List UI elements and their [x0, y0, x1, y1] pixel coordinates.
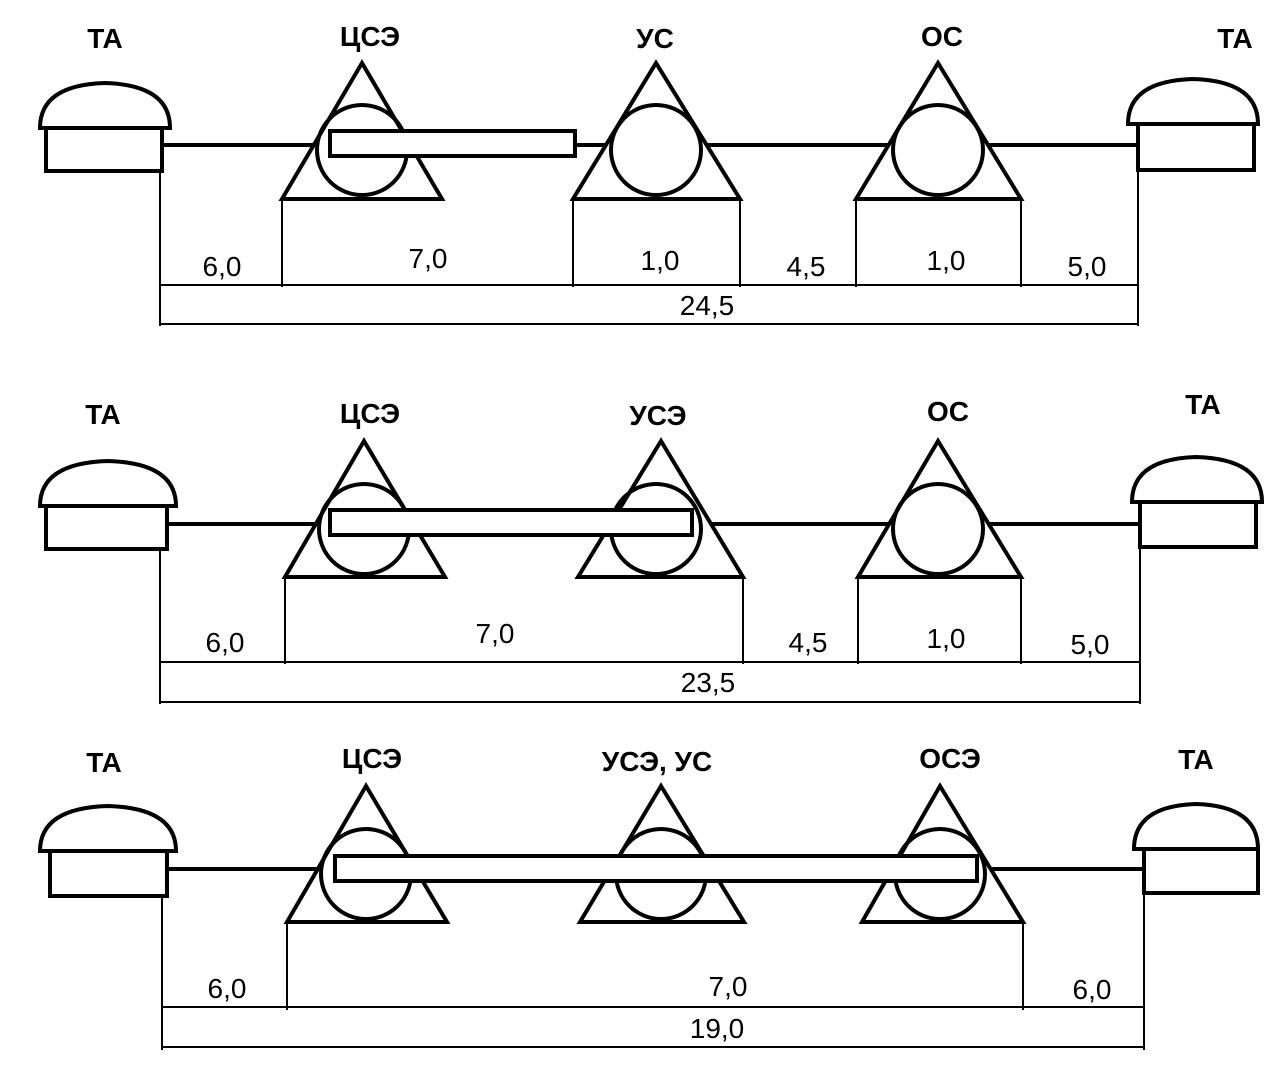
- node-label-us: УС: [636, 23, 674, 54]
- dimension-extension-lines: [161, 893, 1145, 1050]
- total-length: 19,0: [690, 1013, 745, 1044]
- node-label-os: ОС: [921, 21, 963, 52]
- telephone-icon: [1129, 454, 1265, 549]
- node-label-ta-left: ТА: [86, 747, 122, 778]
- telephone-icon: [37, 80, 173, 173]
- node-label-csz: ЦСЭ: [342, 743, 402, 774]
- dimension-lines: [160, 661, 1140, 703]
- dimension-lines: [162, 1006, 1144, 1048]
- telephone-icon: [1131, 801, 1261, 895]
- segment-length: 1,0: [927, 623, 966, 654]
- station-symbol: [852, 59, 1025, 201]
- node-label-ta-left: ТА: [87, 23, 123, 54]
- node-label-ta-right: ТА: [1185, 389, 1221, 420]
- node-label-ose: ОСЭ: [919, 743, 981, 774]
- telephone-icon: [37, 458, 179, 551]
- telephone-icon: [1125, 76, 1261, 172]
- segment-length: 5,0: [1068, 251, 1107, 282]
- node-label-csz: ЦСЭ: [340, 21, 400, 52]
- diagram-1: ТА ЦСЭ УС ОС ТА 6,0 7,0 1,0 4,5 1,0 5,0 …: [37, 21, 1261, 326]
- trunk-bar: [333, 854, 979, 883]
- telephone-icon: [37, 803, 179, 898]
- node-label-use-us: УСЭ, УС: [602, 746, 712, 777]
- segment-length: 6,0: [206, 627, 245, 658]
- diagram-2: ТА ЦСЭ УСЭ ОС ТА 6,0 7,0 4,5 1,0 5,0 23,…: [37, 389, 1265, 704]
- node-label-use: УСЭ: [629, 400, 686, 431]
- segment-length: 6,0: [208, 973, 247, 1004]
- segment-length: 6,0: [203, 251, 242, 282]
- segment-length: 4,5: [789, 627, 828, 658]
- dimension-lines: [160, 284, 1138, 325]
- node-label-ta-right: ТА: [1217, 23, 1253, 54]
- total-length: 23,5: [681, 667, 736, 698]
- dimension-extension-lines: [159, 547, 1141, 704]
- trunk-bar: [328, 129, 577, 158]
- node-label-ta-right: ТА: [1178, 744, 1214, 775]
- node-label-os: ОС: [927, 396, 969, 427]
- dimension-extension-lines: [159, 170, 1139, 326]
- segment-length: 4,5: [787, 251, 826, 282]
- segment-length: 7,0: [709, 971, 748, 1002]
- segment-length: 7,0: [476, 618, 515, 649]
- segment-length: 1,0: [641, 245, 680, 276]
- segment-length: 7,0: [409, 243, 448, 274]
- node-label-ta-left: ТА: [85, 399, 121, 430]
- total-length: 24,5: [680, 290, 735, 321]
- segment-length: 6,0: [1073, 974, 1112, 1005]
- diagram-3: ТА ЦСЭ УСЭ, УС ОСЭ ТА 6,0 7,0 6,0 19,0: [37, 743, 1261, 1050]
- trunk-bar: [328, 508, 694, 537]
- node-label-csz: ЦСЭ: [340, 398, 400, 429]
- segment-length: 1,0: [927, 245, 966, 276]
- station-symbol: [569, 59, 744, 201]
- station-symbol: [854, 437, 1025, 579]
- segment-length: 5,0: [1071, 629, 1110, 660]
